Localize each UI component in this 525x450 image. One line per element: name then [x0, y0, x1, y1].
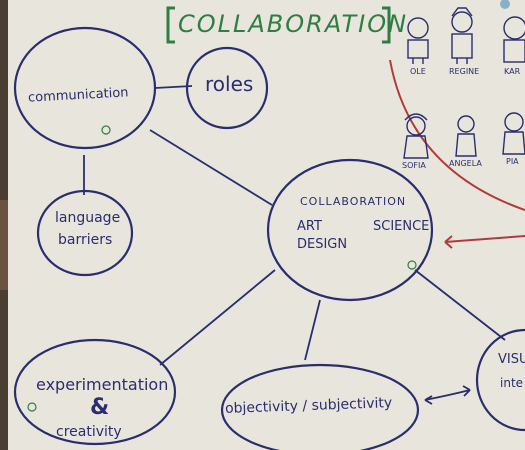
- person-name: ANGELA: [449, 159, 482, 168]
- node-visual-line1: VISU: [498, 352, 525, 367]
- node-ampersand: &: [90, 395, 110, 420]
- person-kar: [503, 16, 525, 63]
- bubble-language: [36, 189, 134, 277]
- person-angela: [455, 115, 477, 157]
- person-name: KAR: [504, 67, 521, 76]
- signature-mark: [407, 260, 417, 270]
- node-experimentation: experimentation: [36, 375, 169, 394]
- title-bracket-left: [166, 6, 175, 44]
- node-center-title: COLLABORATION: [300, 195, 407, 208]
- bubble-roles: [185, 46, 269, 130]
- bubble-center: [266, 158, 434, 302]
- bubble-visual: [475, 328, 525, 432]
- connectors: [83, 85, 506, 405]
- board-title: COLLABORATION: [178, 10, 409, 38]
- red-arrow-head: [444, 235, 453, 249]
- person-pia: [502, 112, 525, 155]
- node-center-design: DESIGN: [297, 237, 348, 252]
- person-name: OLE: [410, 67, 426, 76]
- node-visual-line2: inte: [500, 376, 524, 390]
- node-language-line1: language: [55, 210, 121, 226]
- node-center-science: SCIENCE: [373, 219, 430, 234]
- person-name: REGINE: [449, 67, 480, 76]
- node-roles: roles: [205, 72, 254, 96]
- bubble-objectivity: [220, 363, 420, 450]
- red-arc: [389, 59, 525, 211]
- person-ole: [407, 17, 429, 64]
- node-creativity: creativity: [56, 424, 122, 440]
- pin-icon: [500, 0, 510, 9]
- node-language-line2: barriers: [58, 232, 113, 248]
- red-arrow-line: [444, 235, 525, 243]
- node-center-art: ART: [297, 219, 322, 234]
- bubble-experimentation: [13, 338, 177, 446]
- people-doodles: [403, 7, 525, 159]
- left-edge-detail: [0, 200, 8, 290]
- person-sofia: [403, 113, 429, 159]
- person-regine: [451, 7, 473, 64]
- signature-mark: [27, 402, 37, 412]
- bubble-communication: [13, 26, 157, 150]
- person-name: PIA: [506, 157, 519, 166]
- person-name: SOFIA: [402, 161, 426, 170]
- title-bracket-right: [382, 6, 391, 44]
- signature-mark: [101, 125, 111, 135]
